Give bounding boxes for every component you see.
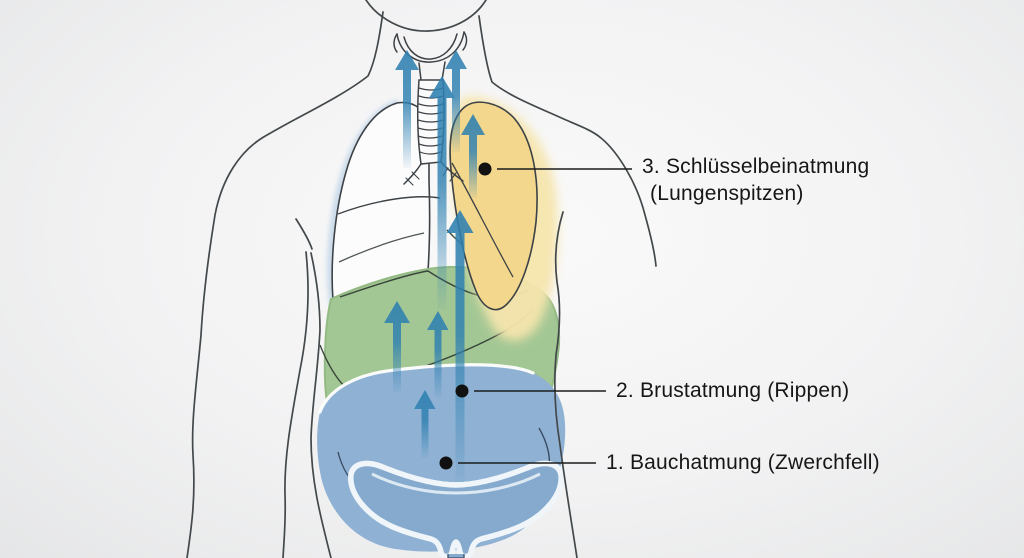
- lung-right-fissure-2: [338, 232, 425, 263]
- airflow-arrow: [429, 76, 455, 310]
- torso-side-left: [310, 252, 332, 558]
- bronchi-rings: [405, 167, 457, 186]
- label-dot-1: [439, 456, 453, 470]
- label-dot-3: [478, 162, 492, 176]
- lung-left-fissure: [451, 162, 514, 278]
- neck-shoulder-arm-right: [478, 15, 657, 267]
- jaw-line: [365, 0, 487, 32]
- annotation-line: 3. Schlüsselbeinatmung: [642, 155, 870, 178]
- larynx-outer-arc: [396, 31, 465, 63]
- airflow-arrow: [414, 390, 436, 458]
- pelvis-inner-band: [371, 472, 541, 495]
- lung-right-fissure: [337, 196, 441, 215]
- airflow-arrows: [384, 50, 485, 482]
- pelvis-stem: [447, 554, 465, 558]
- larynx-inner-arc: [403, 33, 458, 60]
- airflow-arrow: [445, 50, 467, 152]
- annotation-clavicular-breathing: 3. Schlüsselbeinatmung (Lungenspitzen): [642, 153, 869, 207]
- label-dot-2: [455, 384, 469, 398]
- airflow-arrow: [427, 311, 449, 398]
- annotation-chest-breathing: 2. Brustatmung (Rippen): [616, 379, 850, 402]
- inner-arm-left: [282, 251, 309, 558]
- neck-shoulder-arm-left: [186, 11, 384, 558]
- pelvis-bone: [351, 464, 561, 558]
- annotation-abdominal-breathing: 1. Bauchatmung (Zwerchfell): [606, 451, 880, 474]
- larynx-waist: [418, 61, 446, 81]
- larynx-horns: [393, 31, 468, 53]
- airflow-arrow: [395, 50, 419, 168]
- torso-side-right: [553, 211, 578, 558]
- airflow-arrow: [446, 210, 474, 482]
- armpit-left: [295, 218, 313, 250]
- trachea: [393, 31, 468, 186]
- airflow-arrow: [384, 301, 410, 393]
- leader-lines: [439, 162, 632, 470]
- airflow-arrow: [461, 114, 485, 198]
- annotation-subline: (Lungenspitzen): [650, 182, 804, 205]
- body-outline: [186, 0, 657, 558]
